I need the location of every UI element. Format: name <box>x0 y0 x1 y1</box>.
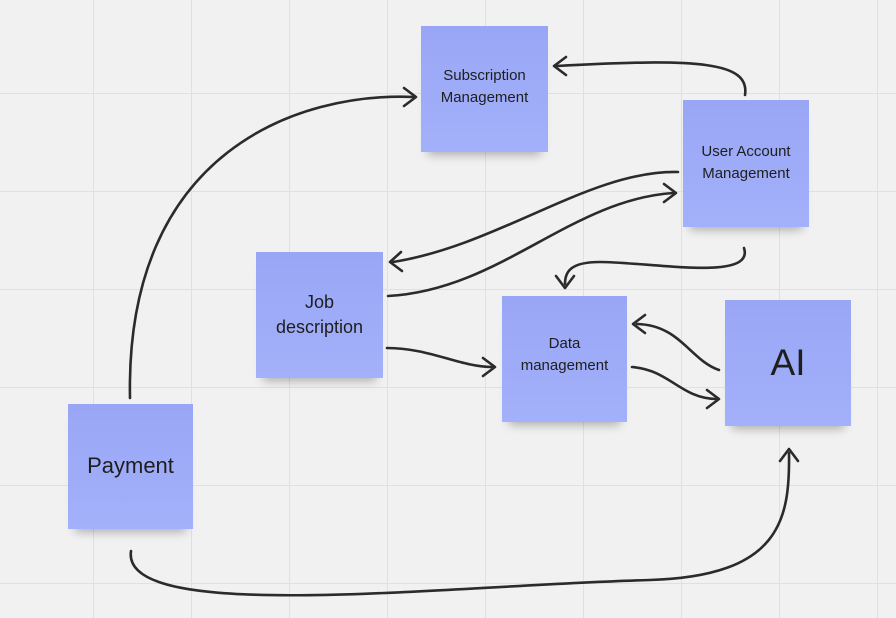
note-text: Subscription Management <box>440 67 529 106</box>
sticky-note-job-description[interactable]: Job description <box>256 252 383 378</box>
sticky-note-ai[interactable]: AI <box>725 300 851 426</box>
connector-user-to-subscription[interactable] <box>555 61 747 97</box>
connector-job-to-data[interactable] <box>385 346 494 369</box>
connector-payment-to-ai[interactable] <box>129 451 791 597</box>
note-text: Payment <box>87 452 174 478</box>
arrowhead-data-from-ai <box>631 313 647 335</box>
arrowhead-data-from-job <box>481 356 497 378</box>
arrowhead-ai-from-data <box>705 388 721 410</box>
connector-user-to-job[interactable] <box>391 170 680 264</box>
sticky-note-data-management[interactable]: Data management <box>502 296 627 422</box>
connector-data-to-ai[interactable] <box>630 365 718 401</box>
arrowhead-user-from-job <box>662 182 678 204</box>
arrowhead-data-from-user <box>554 274 576 290</box>
note-text: User Account Management <box>701 142 791 182</box>
sticky-note-payment[interactable]: Payment <box>68 404 193 529</box>
note-text: AI <box>770 342 806 383</box>
arrowhead-job-from-user <box>388 250 404 273</box>
arrowhead-ai-from-payment <box>778 447 800 463</box>
connector-user-to-data[interactable] <box>563 246 746 286</box>
sticky-note-subscription-management[interactable]: Subscription Management <box>421 26 548 152</box>
arrowhead-subscription-from-payment <box>402 86 418 108</box>
sticky-note-user-account-management[interactable]: User Account Management <box>683 100 809 227</box>
note-text: Data management <box>520 334 609 374</box>
connector-ai-to-data[interactable] <box>635 322 721 372</box>
arrowhead-subscription-from-user <box>552 55 568 77</box>
note-text: Job description <box>275 292 364 337</box>
connector-job-to-user[interactable] <box>386 191 675 298</box>
